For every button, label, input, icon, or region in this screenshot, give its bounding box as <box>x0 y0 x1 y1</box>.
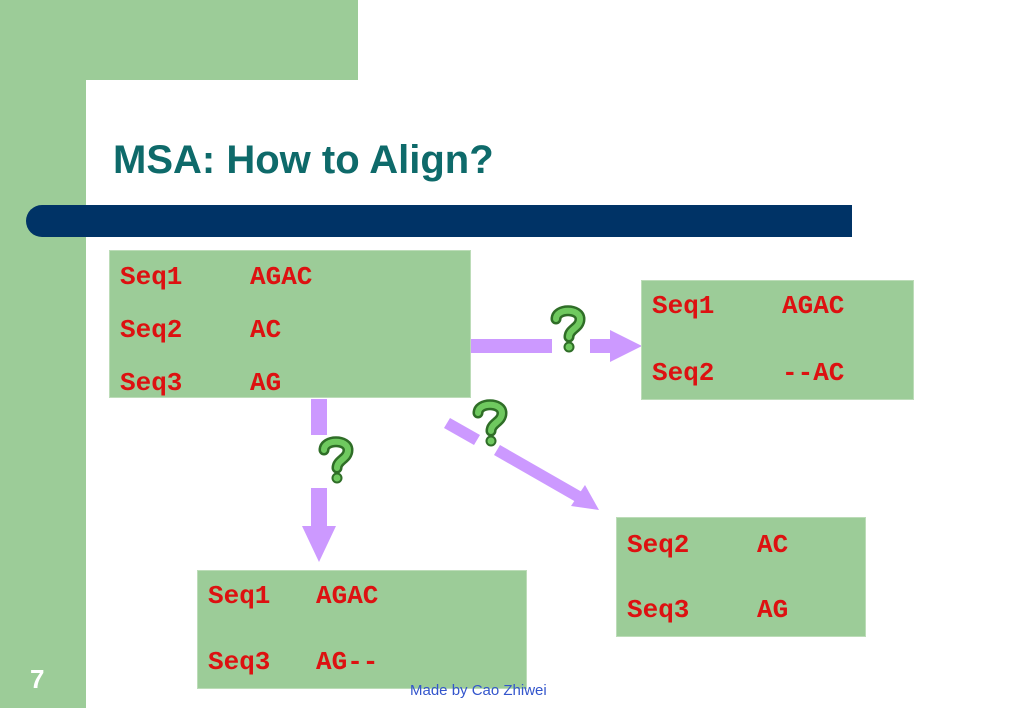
sequence-name: Seq2 <box>120 315 183 345</box>
question-mark-icon <box>318 436 354 484</box>
page-number: 7 <box>30 664 45 694</box>
sequence-row: Seq2 AC <box>120 315 281 345</box>
sequence-residues: AGAC <box>250 262 313 292</box>
footer-credit: Made by Cao Zhiwei <box>410 682 547 699</box>
sequence-name: Seq2 <box>652 358 715 388</box>
sequence-residues: AG <box>757 595 789 625</box>
sequence-name: Seq3 <box>208 647 271 677</box>
top-green-band <box>0 0 358 80</box>
sequence-residues: AC <box>250 315 282 345</box>
sequence-residues: AC <box>757 530 789 560</box>
sequence-residues: --AC <box>782 358 845 388</box>
sequence-residues: AG-- <box>316 647 379 677</box>
pairwise-alignment-seq1-seq2: Seq1 AGAC Seq2 --AC <box>641 280 914 400</box>
question-mark-icon <box>472 399 508 447</box>
sequence-name: Seq2 <box>627 530 690 560</box>
arrow-to-pair-seq1-seq3 <box>302 399 336 562</box>
sequence-name: Seq3 <box>120 368 183 398</box>
pairwise-alignment-seq2-seq3: Seq2 AC Seq3 AG <box>616 517 866 637</box>
arrow-to-pair-seq1-seq2 <box>470 330 642 362</box>
sequence-row: Seq3 AG <box>120 368 281 398</box>
slide-title: MSA: How to Align? <box>113 138 494 182</box>
question-mark-icon <box>550 305 586 353</box>
pairwise-alignment-seq1-seq3: Seq1 AGAC Seq3 AG-- <box>197 570 527 689</box>
sequence-row: Seq2 AC <box>627 530 788 560</box>
sequence-row: Seq3 AG <box>627 595 788 625</box>
sequence-name: Seq1 <box>208 581 271 611</box>
sequence-residues: AG <box>250 368 282 398</box>
sequence-row: Seq2 --AC <box>652 358 844 388</box>
sequence-row: Seq3 AG-- <box>208 647 378 677</box>
sequence-name: Seq3 <box>627 595 690 625</box>
sequence-name: Seq1 <box>652 291 715 321</box>
left-green-band <box>0 0 86 708</box>
sequence-residues: AGAC <box>316 581 379 611</box>
arrow-to-pair-seq2-seq3 <box>444 418 599 510</box>
sequence-residues: AGAC <box>782 291 845 321</box>
sequence-row: Seq1 AGAC <box>120 262 312 292</box>
source-sequences-box: Seq1 AGAC Seq2 AC Seq3 AG <box>109 250 471 398</box>
sequence-row: Seq1 AGAC <box>652 291 844 321</box>
sequence-name: Seq1 <box>120 262 183 292</box>
title-underline-bar <box>26 205 852 237</box>
sequence-row: Seq1 AGAC <box>208 581 378 611</box>
